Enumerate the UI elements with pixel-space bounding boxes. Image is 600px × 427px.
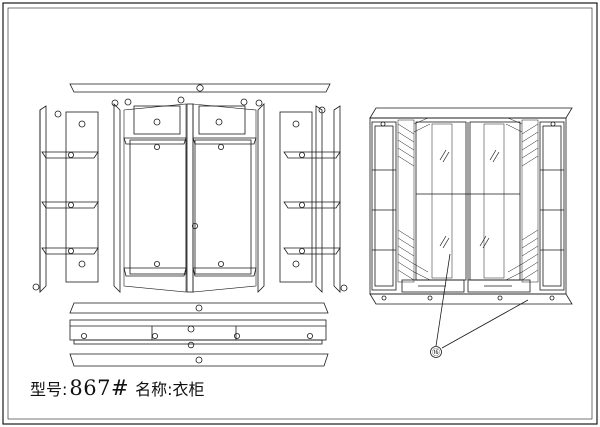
callout-circle bbox=[430, 346, 442, 358]
right-shelf-unit bbox=[279, 111, 341, 283]
callout-label: ⑯ bbox=[432, 348, 440, 357]
right-inner-panel bbox=[255, 99, 265, 293]
mirror-doors bbox=[415, 121, 521, 281]
assembled-view bbox=[369, 107, 573, 358]
drawers bbox=[401, 279, 531, 293]
left-shelf-unit bbox=[41, 111, 99, 283]
name-label: 名称: bbox=[135, 380, 173, 399]
top-board bbox=[69, 83, 331, 93]
model-number: 867# bbox=[69, 376, 130, 400]
left-inner-panel bbox=[111, 99, 121, 293]
callout-leaders bbox=[430, 253, 529, 358]
product-name: 衣柜 bbox=[172, 380, 205, 399]
assembled-plinth bbox=[369, 293, 573, 305]
part-marker bbox=[196, 84, 204, 92]
right-end-panel bbox=[315, 105, 348, 293]
bottom-parts bbox=[69, 302, 329, 367]
model-label: 型号: bbox=[30, 380, 68, 399]
carved-panels bbox=[397, 117, 539, 283]
central-carcass bbox=[123, 96, 257, 293]
assembled-crown bbox=[369, 107, 573, 119]
left-end-panel bbox=[32, 105, 62, 293]
inner-frame bbox=[7, 7, 593, 420]
drawing-caption: 型号: 867# 名称: 衣柜 bbox=[30, 376, 205, 406]
exploded-view bbox=[32, 83, 348, 367]
